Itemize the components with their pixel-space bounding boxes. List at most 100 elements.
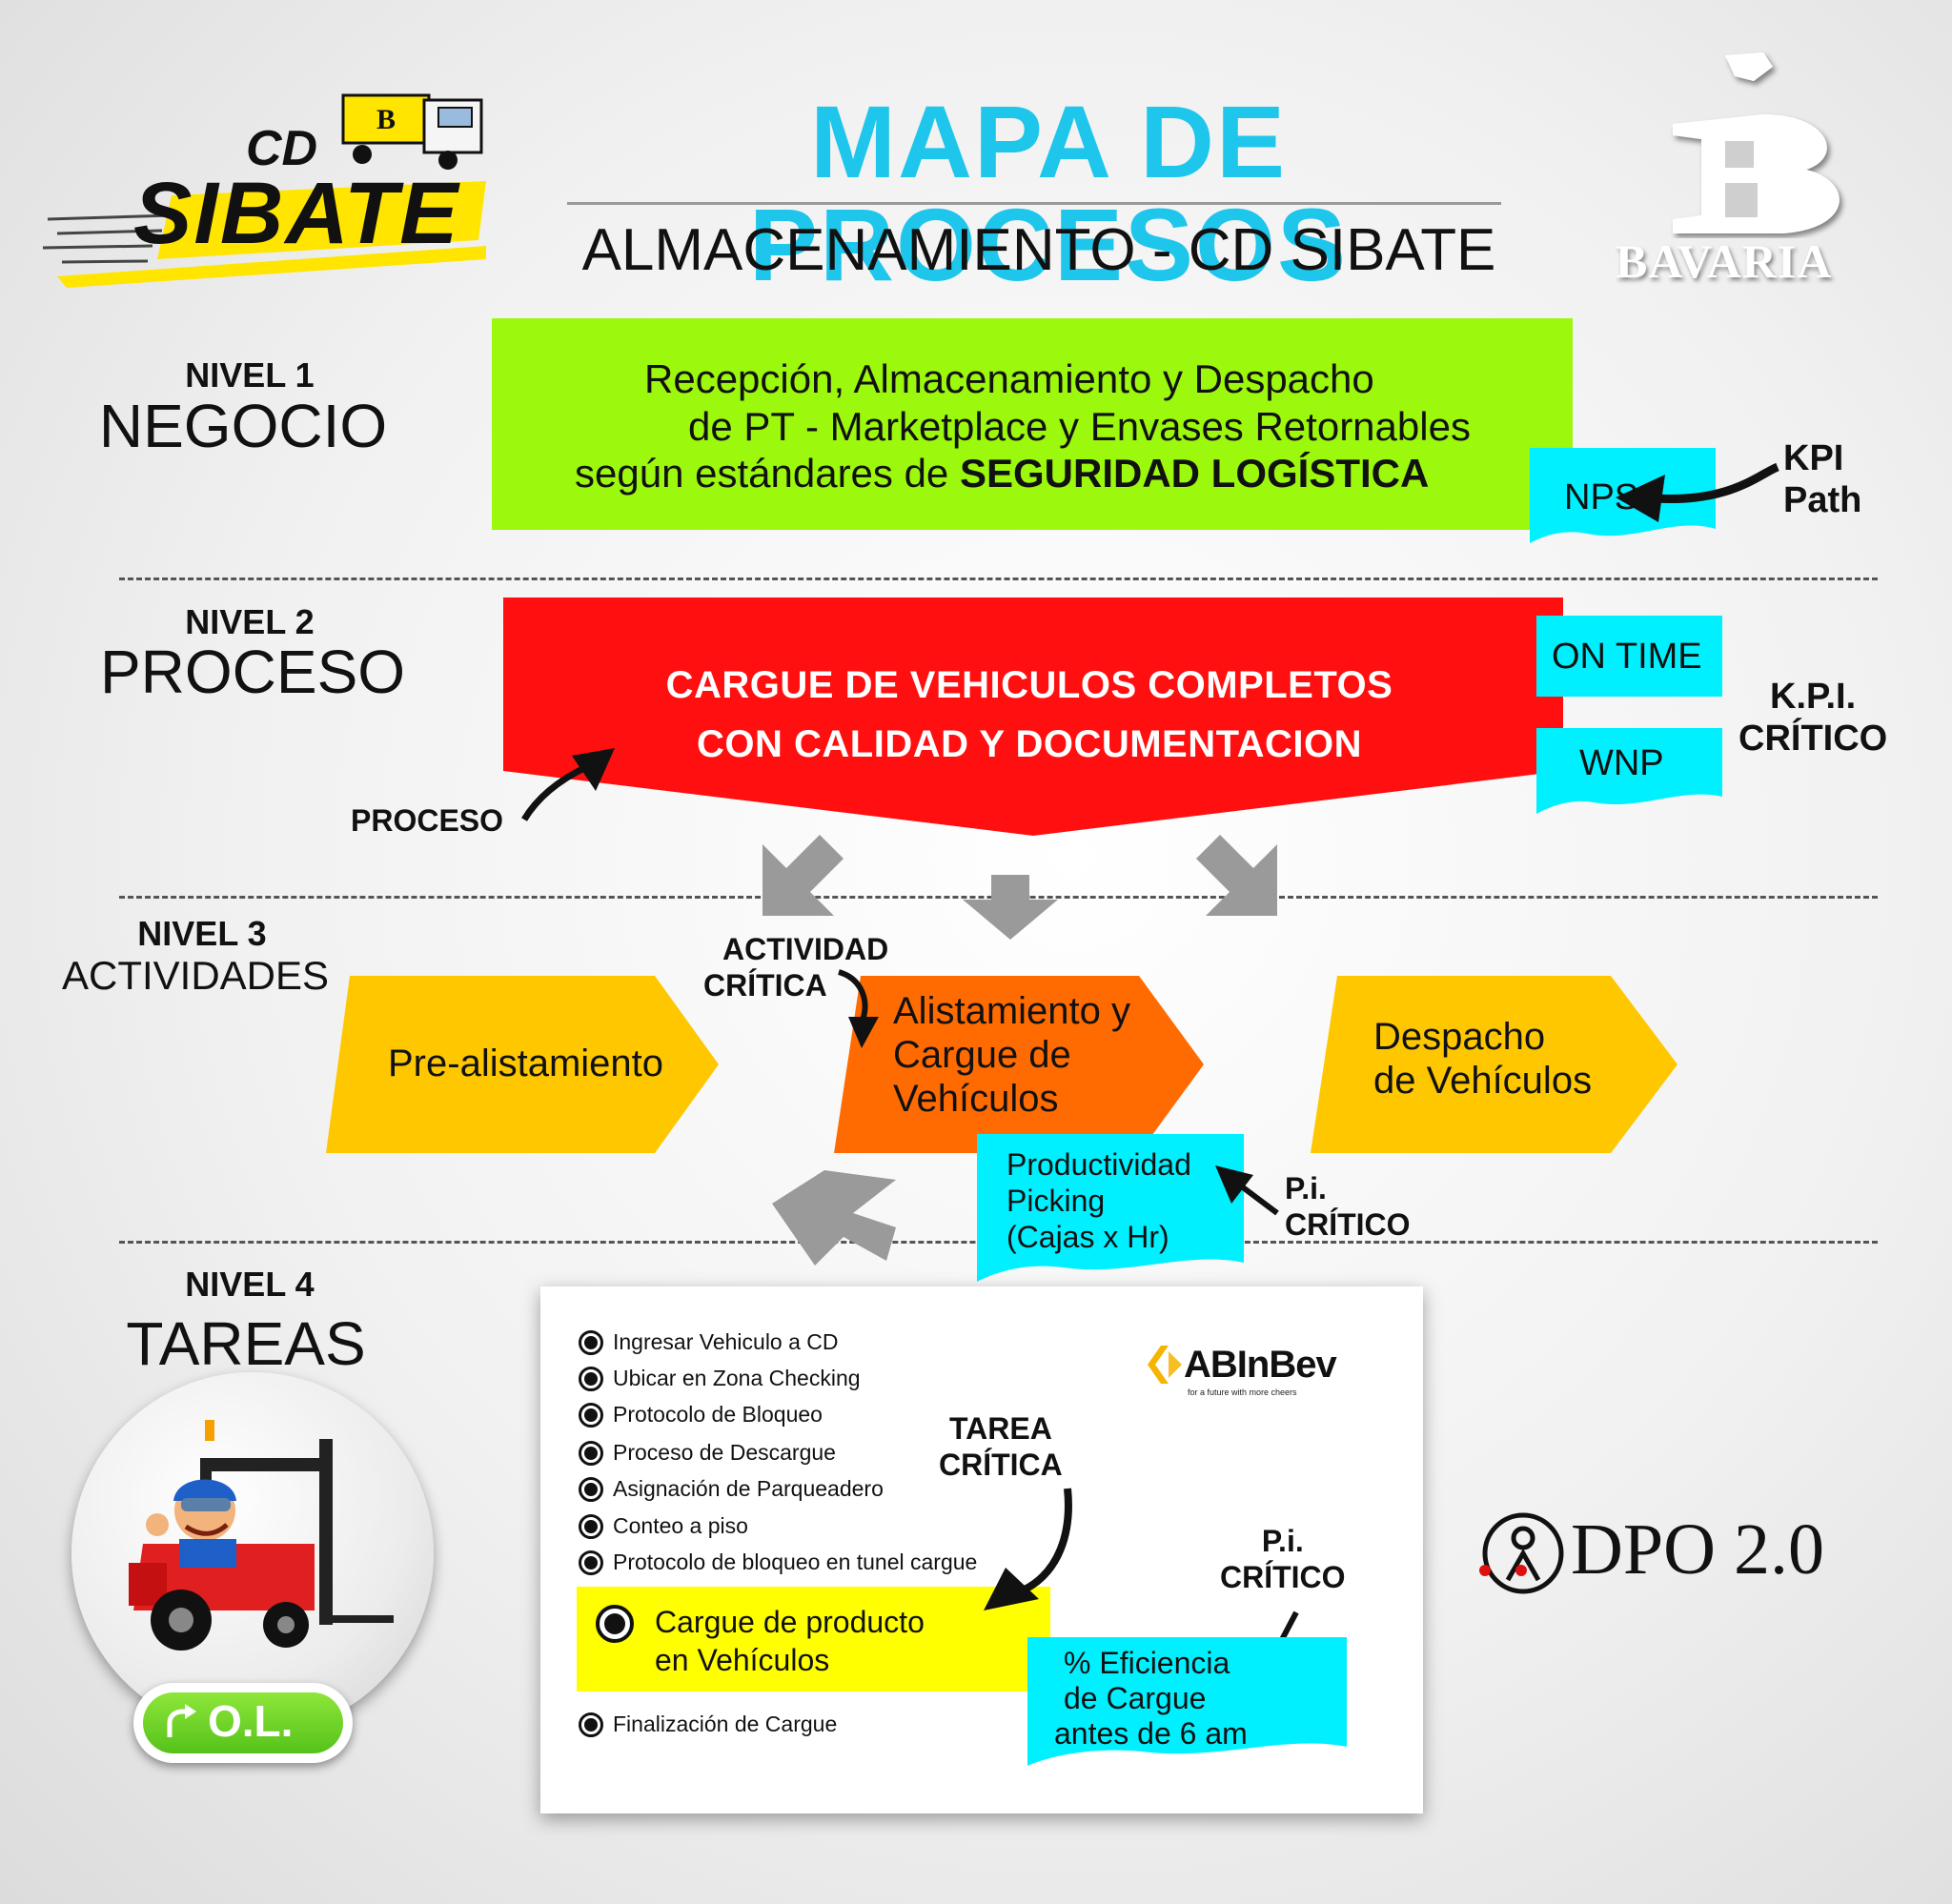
productividad-line-1: Productividad [1006,1147,1191,1182]
actividad-critica-line-1: ACTIVIDAD [722,932,889,966]
critical-task-highlight [577,1587,1050,1691]
ol-button-label: O.L. [208,1696,294,1746]
nivel-3-label: NIVEL 3 [137,914,267,953]
kpi-critico-label: K.P.I. CRÍTICO [1738,677,1887,760]
productividad-tag-shape [977,1134,1244,1282]
forklift-character-icon [129,1420,394,1651]
separator-1 [119,577,1878,580]
kpi-critico-line-2: CRÍTICO [1738,718,1888,759]
kpi-path-arrow-icon [1616,462,1779,522]
cd-sibate-logo: B [38,76,496,295]
dpo-person-icon [1479,1512,1564,1594]
svg-text:B: B [376,104,396,135]
alistamiento-line-1: Alistamiento y [893,990,1130,1032]
kpi-path-label-line-1: KPI [1783,438,1844,478]
abinbev-logo: ABInBev for a future with more cheers [1140,1344,1337,1397]
task-item-6[interactable]: Conteo a piso [579,1513,748,1539]
nivel-1-line-2: de PT - Marketplace y Envases Retornable… [688,404,1471,449]
kpi-tags-shape [1536,616,1722,814]
critical-task-item[interactable]: Cargue de producto en Vehículos [596,1603,925,1679]
kpi-path-label-line-2: Path [1783,479,1862,520]
abinbev-mark-icon [1148,1346,1182,1384]
cd-sibate-graphic: B [42,93,486,288]
despacho-line-2: de Vehículos [1373,1060,1593,1102]
radio-icon [579,1712,603,1737]
radio-icon [579,1440,603,1466]
dpo-logo-text: DPO 2.0 [1571,1509,1825,1590]
task-item-1[interactable]: Ingresar Vehiculo a CD [579,1329,839,1355]
task-item-last[interactable]: Finalización de Cargue [579,1712,837,1737]
tarea-critica-line-2: CRÍTICA [939,1448,1063,1483]
radio-icon [579,1366,603,1391]
pi-critico-n3-line-2: CRÍTICO [1285,1207,1411,1243]
tarea-critica-line-1: TAREA [948,1411,1052,1446]
critical-task-line-2: en Vehículos [655,1643,830,1677]
actividad-arrow-icon [837,969,879,1048]
task-label-7: Protocolo de bloqueo en tunel cargue [613,1550,978,1574]
task-label-4: Proceso de Descargue [613,1440,836,1465]
nivel-1-box [492,318,1573,530]
task-item-3[interactable]: Protocolo de Bloqueo [579,1402,823,1428]
bavaria-logo [1620,48,1897,238]
actividad-critica-label: ACTIVIDAD CRÍTICA [703,931,888,1004]
bavaria-b-emblem [1673,52,1840,233]
abinbev-name: ABInBev [1184,1344,1337,1386]
nivel-1-line-3: según estándares de SEGURIDAD LOGÍSTICA [575,454,1429,494]
task-item-4[interactable]: Proceso de Descargue [579,1440,836,1466]
pre-alistamiento-chevron [326,976,719,1153]
tarea-critica-label: TAREA CRÍTICA [939,1410,1063,1484]
radio-icon [596,1605,634,1643]
page-subtitle: ALMACENAMIENTO - CD SIBATE [581,217,1496,283]
eficiencia-line-1: % Eficiencia [1064,1646,1230,1680]
despacho-chevron [1311,976,1678,1153]
pre-alistamiento-text: Pre-alistamiento [388,1042,663,1085]
redirect-arrow-icon [167,1704,196,1737]
nivel-3-name: ACTIVIDADES [61,953,330,998]
title-divider [567,202,1501,205]
eficiencia-tag-shape [1027,1637,1347,1766]
tarea-critica-arrow-icon [984,1488,1072,1610]
page-title: MAPA DE PROCESOS [748,84,1349,302]
on-time-tag: ON TIME [1552,637,1702,677]
nivel-2-pentagon [503,598,1563,836]
pi-arrow-icon [1215,1165,1279,1216]
seguridad-logistica-text: SEGURIDAD LOGÍSTICA [959,451,1430,496]
task-item-2[interactable]: Ubicar en Zona Checking [579,1366,861,1391]
eficiencia-line-2: de Cargue [1064,1681,1207,1715]
task-item-5[interactable]: Asignación de Parqueadero [579,1476,884,1502]
task-label-5: Asignación de Parqueadero [613,1476,884,1501]
critical-task-line-1: Cargue de producto [655,1605,925,1639]
productividad-line-2: Picking [1006,1184,1106,1218]
pi-critico-n3-line-1: P.i. [1285,1171,1327,1205]
wnp-tag: WNP [1579,743,1664,783]
nivel-4-name: TAREAS [126,1309,366,1378]
pi-critico-label-nivel-4: P.i. CRÍTICO [1220,1523,1346,1596]
task-panel: Ingresar Vehiculo a CD Ubicar en Zona Ch… [540,1286,1423,1813]
productividad-line-3: (Cajas x Hr) [1006,1220,1169,1254]
abinbev-tagline: for a future with more cheers [1188,1387,1297,1397]
task-label-6: Conteo a piso [613,1513,748,1538]
nivel-1-name: NEGOCIO [98,392,388,460]
nivel-4-label: NIVEL 4 [185,1265,315,1304]
task-label-3: Protocolo de Bloqueo [613,1402,823,1427]
eficiencia-tag-text: % Eficiencia de Cargue antes de 6 am [1054,1646,1248,1752]
pre-alistamiento-line-1: Pre-alistamiento [388,1043,664,1084]
radio-icon [579,1402,603,1428]
nivel-2-line-1: CARGUE DE VEHICULOS COMPLETOS [665,664,1393,706]
alistamiento-line-3: Vehículos [893,1078,1059,1120]
proceso-arrow-icon [520,748,615,821]
task-label-2: Ubicar en Zona Checking [613,1366,861,1390]
down-arrows-icon [762,835,1277,940]
nivel-1-line-3-text: según estándares de [575,451,960,496]
radio-icon [579,1476,603,1502]
kpi-path-label: KPI Path [1783,438,1861,521]
task-label-last: Finalización de Cargue [613,1712,838,1736]
alistamiento-line-2: Cargue de [893,1034,1071,1076]
task-item-7[interactable]: Protocolo de bloqueo en tunel cargue [579,1550,977,1575]
alistamiento-chevron [834,976,1204,1153]
ol-button-inner [143,1692,343,1753]
nivel-4-arrow-icon [772,1170,896,1266]
eficiencia-line-3: antes de 6 am [1054,1716,1248,1751]
bavaria-logo-text: BAVARIA [1616,234,1833,288]
nivel-2-line-2: CON CALIDAD Y DOCUMENTACION [697,723,1362,765]
